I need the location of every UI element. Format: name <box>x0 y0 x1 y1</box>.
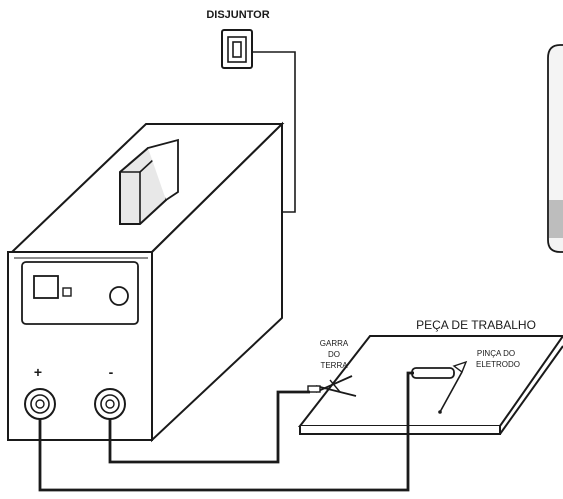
breaker-label: DISJUNTOR <box>206 9 269 21</box>
ground-clamp-label-line1: GARRA <box>320 339 349 348</box>
positive-electrode-cable <box>38 371 414 492</box>
ground-clamp-label-line3: TERRA <box>320 361 348 370</box>
workpiece-plate <box>297 335 563 435</box>
electrode-holder-label-line2: ELETRODO <box>476 360 520 369</box>
indicator-icon <box>62 287 72 297</box>
control-panel <box>21 261 139 325</box>
breaker-power-cable <box>252 51 296 213</box>
display-icon <box>33 275 59 299</box>
machine-handle <box>119 138 179 225</box>
negative-ground-cable <box>108 390 310 464</box>
positive-terminal-label: + <box>34 364 42 380</box>
side-panel-shade <box>549 200 563 238</box>
positive-terminal-icon <box>24 388 56 420</box>
negative-terminal-label: - <box>109 364 114 380</box>
ground-clamp-icon <box>307 375 357 397</box>
electrode-holder-icon <box>411 360 468 414</box>
breaker-icon <box>221 29 253 69</box>
ground-clamp-label-line2: DO <box>328 350 340 359</box>
negative-terminal-icon <box>94 388 126 420</box>
electrode-holder-label-line1: PINÇA DO <box>477 349 515 358</box>
workpiece-label: PEÇA DE TRABALHO <box>416 318 536 332</box>
knob-icon <box>109 286 129 306</box>
